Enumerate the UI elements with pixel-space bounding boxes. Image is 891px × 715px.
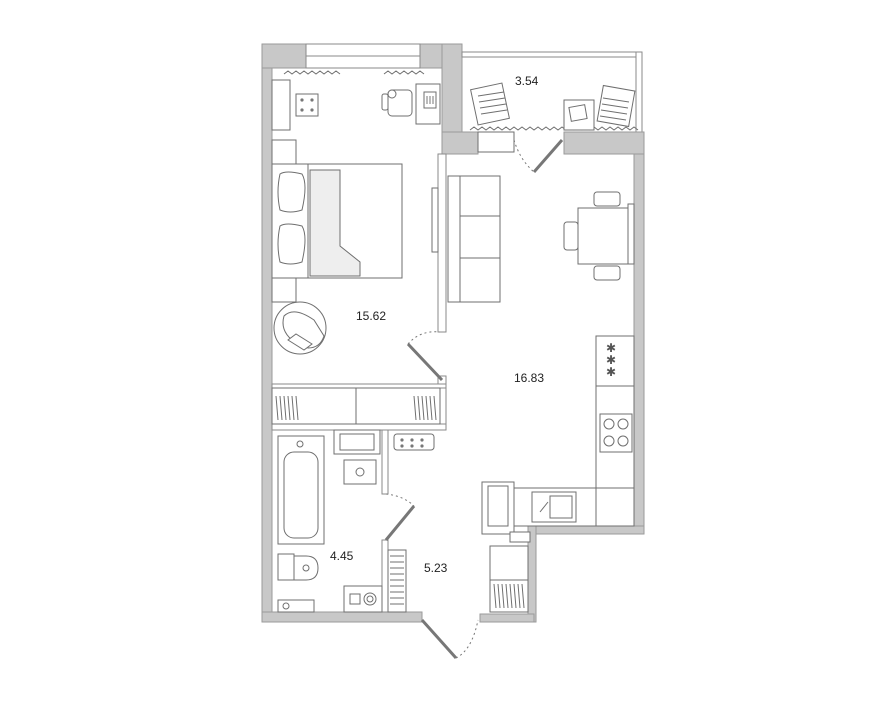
bedroom-furniture [271,79,441,425]
shelf-icon [271,139,297,165]
svg-text:✱: ✱ [606,353,616,367]
fridge-icon [481,481,515,535]
area-label-kitchen-living: 16.83 [514,371,544,385]
wall-bottom-right [533,525,645,535]
hallway-wardrobe-icon [387,549,407,613]
nightstand-icon [295,93,319,117]
shoe-cabinet-icon [489,545,529,613]
curtain-right [383,70,425,75]
living-furniture: ✱ ✱ ✱ [447,175,635,543]
door-balcony [532,139,564,173]
desk-icon [415,83,441,125]
chair-icon [593,265,621,281]
doors [384,139,564,660]
wall-right [633,153,645,535]
wardrobe-icon [271,79,291,131]
hood-icon: ✱ [606,341,616,355]
chair-icon [627,203,635,265]
wall-bottom-left [261,611,423,623]
curtain-balcony [469,126,639,131]
area-label-bedroom: 15.62 [356,309,386,323]
stove-icon [599,413,633,453]
side-table-icon [563,99,595,131]
wall-bedroom-balcony [441,43,463,133]
wall-balcony-right [563,131,645,155]
area-label-hallway: 5.23 [424,561,448,575]
balcony-rail-right [635,51,643,133]
balcony-rail-top [461,51,643,58]
door-bedroom [406,342,444,382]
area-label-bathroom: 4.45 [330,549,354,563]
curtain-left [283,70,341,75]
balcony-furniture [470,82,636,153]
bed-icon [271,163,403,279]
wall-balcony-left [441,131,479,155]
washing-machine-icon [343,585,383,613]
tv-icon [431,187,439,253]
desk-chair-icon [381,89,413,117]
wall-bottom-entry [479,613,535,623]
sofa-icon [447,175,501,303]
svg-text:✱: ✱ [606,365,616,379]
armchair-icon [273,301,327,355]
walls [261,43,645,623]
lounge-chair-icon [596,84,636,128]
washbasin-icon [333,429,381,485]
toilet-icon [277,553,319,581]
planter-icon [477,131,515,153]
chair-icon [593,191,621,207]
bathroom-furniture [277,429,529,613]
dishwasher-icon [509,531,531,543]
chair-icon [563,221,579,251]
wall-left [261,43,273,623]
wardrobe-bottom-icon [271,387,441,425]
partition-bath-hall [381,429,389,495]
door-bathroom [384,505,416,541]
wall-top-left [261,43,307,69]
sink-icon [531,491,577,523]
shelf-icon [271,277,297,303]
bathtub-icon [277,435,325,545]
towel-rack-icon [393,433,435,451]
lounge-chair-icon [470,82,510,126]
door-entrance [420,618,458,660]
partition-bedroom-living [437,153,447,333]
partition-bedroom-bottom [271,383,447,389]
dining-table-icon [563,191,635,281]
area-label-balcony: 3.54 [515,74,539,88]
